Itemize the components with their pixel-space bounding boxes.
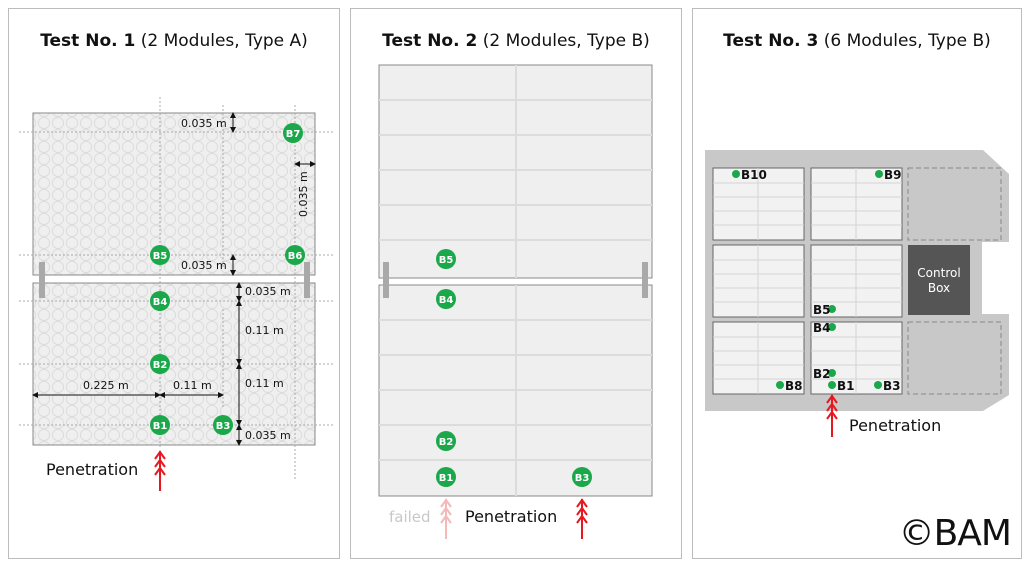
test-1-diagram: 0.035 m 0.035 m 0.035 m 0.035 m 0.11 m 0… [19,97,333,491]
module-upper [32,112,316,276]
sensor-b3-label: B3 [575,473,590,484]
dim-v2: 0.11 m [245,377,284,390]
control-box-label-1: Control [917,266,960,280]
dim-seam-bottom: 0.035 m [245,285,291,298]
guide-lines [19,97,333,479]
test-3-diagram: Control Box B10 B9 B5 B4 B2 B1 B3 B8 [705,150,1009,437]
sensor-b5-label: B5 [439,255,454,266]
penetration-label: Penetration [46,460,138,479]
sensor-b1 [828,381,836,389]
empty-slot-top [907,167,1002,241]
module-lines [713,168,902,394]
test-1-title-number: Test No. 1 [40,31,136,51]
test-2-title-number: Test No. 2 [382,31,478,51]
sensor-b5-label: B5 [813,303,831,317]
sensor-b4 [150,291,170,311]
sensor-b4 [436,289,456,309]
test-2-panel: Test No. 2 (2 Modules, Type B) B5 B4 [350,8,682,559]
sensor-b4-label: B4 [153,297,168,308]
test-1-title-detail: (2 Modules, Type A) [140,31,308,51]
sensor-b1-label: B1 [837,379,855,393]
sensor-group: B10 B9 B5 B4 B2 B1 B3 B8 [732,168,902,393]
penetration-arrow [576,498,588,539]
dim-right-gap: 0.035 m [297,171,310,217]
test-3-title: Test No. 3 (6 Modules, Type B) [693,31,1021,51]
seam-bracket-left [383,262,389,298]
sensor-b3-label: B3 [883,379,901,393]
test-3-title-number: Test No. 3 [723,31,819,51]
test-3-title-detail: (6 Modules, Type B) [823,31,991,51]
sensor-b2-label: B2 [153,360,168,371]
module-grid [379,65,652,496]
penetration-label: Penetration [849,416,941,435]
sensor-b2 [828,369,836,377]
sensor-b1-label: B1 [153,421,168,432]
test-2-title: Test No. 2 (2 Modules, Type B) [351,31,681,51]
sensor-b9 [875,170,883,178]
sensor-b1-label: B1 [439,473,454,484]
dim-h-right: 0.11 m [173,379,212,392]
sensor-b8-label: B8 [785,379,803,393]
sensor-b7 [283,123,303,143]
sensor-b2 [436,431,456,451]
control-box-label-2: Box [928,281,950,295]
sensor-b10-label: B10 [741,168,767,182]
empty-slot-bottom [907,321,1002,395]
sensor-b6-label: B6 [288,251,303,262]
penetration-label: Penetration [465,507,557,526]
sensor-b10 [732,170,740,178]
test-3-panel: Test No. 3 (6 Modules, Type B) [692,8,1022,559]
seam-bracket-left [39,262,45,298]
dimension-arrows [32,112,316,446]
sensor-b5 [436,249,456,269]
penetration-arrow [154,450,166,491]
penetration-arrow [826,394,838,437]
test-2-diagram: B5 B4 B2 B1 B3 failed Penetration [378,64,653,539]
dim-h-left: 0.225 m [83,379,129,392]
sensor-b3 [874,381,882,389]
seam-bracket-right [642,262,648,298]
sensor-b4 [828,323,836,331]
sensor-b3-label: B3 [216,421,231,432]
sensor-b4-label: B4 [439,295,454,306]
failed-label: failed [389,508,431,526]
sensor-b9-label: B9 [884,168,902,182]
failed-arrow [440,498,452,539]
sensor-b7-label: B7 [286,129,301,140]
sensor-b5-label: B5 [153,251,168,262]
copyright-notice: ©BAM [898,513,1012,554]
sensor-b3 [572,467,592,487]
dim-bottom: 0.035 m [245,429,291,442]
dim-top-gap: 0.035 m [181,117,227,130]
dim-v1: 0.11 m [245,324,284,337]
test-2-title-detail: (2 Modules, Type B) [482,31,650,51]
sensor-group: B7 B5 B6 B4 B2 B1 B3 [150,123,305,435]
sensor-b2-label: B2 [439,437,454,448]
test-1-title: Test No. 1 (2 Modules, Type A) [9,31,339,51]
sensor-b5 [150,245,170,265]
sensor-b6 [285,245,305,265]
sensor-b2-label: B2 [813,367,831,381]
sensor-b8 [776,381,784,389]
test-1-panel: Test No. 1 (2 Modules, Type A) [8,8,340,559]
sensor-group: B5 B4 B2 B1 B3 [436,249,592,487]
sensor-b3 [213,415,233,435]
sensor-b4-label: B4 [813,321,831,335]
seam-bracket-right [304,262,310,298]
control-box [908,245,970,315]
sensor-b2 [150,354,170,374]
sensor-b1 [150,415,170,435]
sensor-b5 [828,305,836,313]
sensor-b1 [436,467,456,487]
dim-seam-top: 0.035 m [181,259,227,272]
